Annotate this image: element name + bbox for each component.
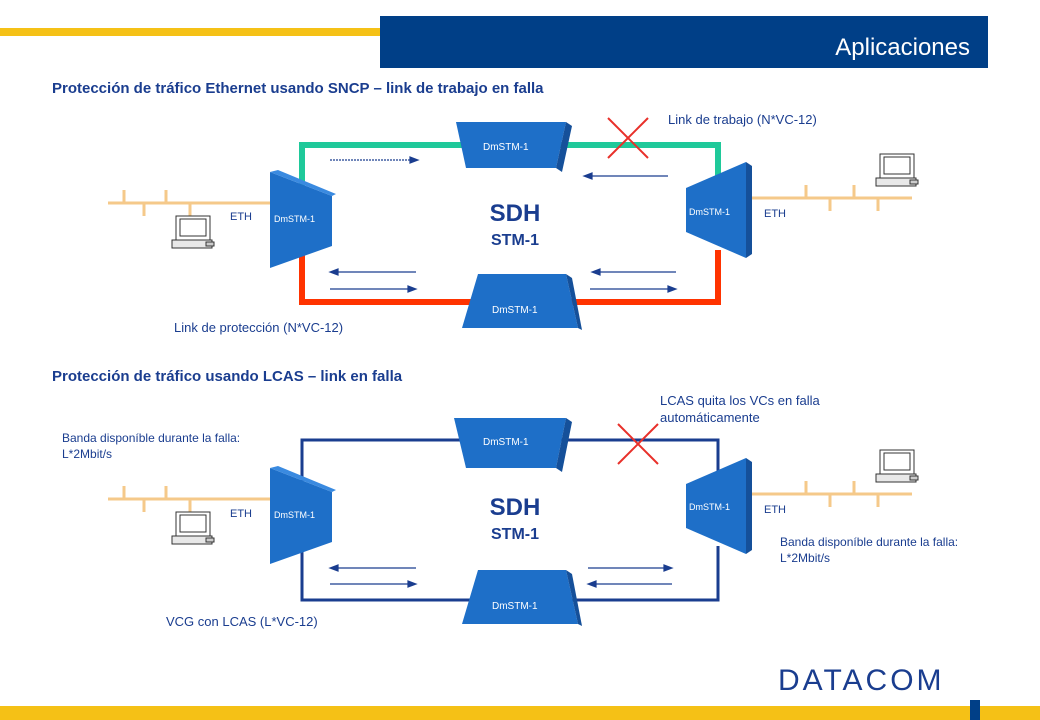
computer-icon [171, 215, 215, 249]
ethernet-bus-right [748, 185, 912, 211]
header-bar [380, 16, 988, 68]
node-top: DmSTM-1 [456, 122, 572, 172]
computer-icon [875, 153, 919, 187]
node-top-label: DmSTM-1 [483, 142, 529, 153]
sdh-label: SDH [489, 494, 541, 521]
node-left: DmSTM-1 [270, 170, 336, 268]
stm-label: STM-1 [491, 232, 539, 249]
stm-label: STM-1 [491, 526, 539, 543]
working-link-label: Link de trabajo (N*VC-12) [668, 112, 817, 127]
ethernet-bus-right [748, 481, 912, 507]
eth-label-left: ETH [230, 508, 252, 520]
bandwidth-note-left: Banda disponíble durante la falla: L*2Mb… [62, 431, 241, 461]
datacom-logo: DATACOM [778, 664, 945, 697]
node-bottom: DmSTM-1 [462, 274, 582, 330]
page-title: Aplicaciones [835, 34, 970, 61]
lcas-note: LCAS quita los VCs en falla automáticame… [660, 393, 820, 425]
node-right: DmSTM-1 [686, 458, 752, 554]
eth-label-right: ETH [764, 504, 786, 516]
protection-link-label: Link de protección (N*VC-12) [174, 320, 344, 335]
ethernet-bus-left [108, 190, 272, 216]
section1-title: Protección de tráfico Ethernet usando SN… [52, 80, 544, 97]
traffic-arrows [328, 564, 674, 588]
computer-icon [171, 511, 215, 545]
node-top: DmSTM-1 [454, 418, 572, 472]
node-bottom-label: DmSTM-1 [492, 601, 538, 612]
footer-brand-tick [970, 700, 980, 720]
vcg-label: VCG con LCAS (L*VC-12) [166, 614, 318, 629]
node-left-label: DmSTM-1 [274, 510, 315, 520]
eth-label-right: ETH [764, 208, 786, 220]
node-right-label: DmSTM-1 [689, 207, 730, 217]
traffic-arrows [328, 156, 678, 293]
node-bottom-label: DmSTM-1 [492, 305, 538, 316]
node-bottom: DmSTM-1 [462, 570, 582, 626]
fault-x-icon [607, 117, 649, 159]
fault-x-icon [617, 423, 659, 465]
section2-title: Protección de tráfico usando LCAS – link… [52, 368, 403, 385]
node-right: DmSTM-1 [686, 162, 752, 258]
node-right-label: DmSTM-1 [689, 502, 730, 512]
sdh-label: SDH [489, 200, 541, 227]
bandwidth-note-right: Banda disponíble durante la falla: L*2Mb… [780, 535, 959, 565]
ethernet-bus-left [108, 486, 272, 512]
node-left: DmSTM-1 [270, 466, 336, 564]
node-top-label: DmSTM-1 [483, 437, 529, 448]
node-left-label: DmSTM-1 [274, 214, 315, 224]
eth-label-left: ETH [230, 211, 252, 223]
computer-icon [875, 449, 919, 483]
footer-accent-bar [0, 706, 1040, 720]
